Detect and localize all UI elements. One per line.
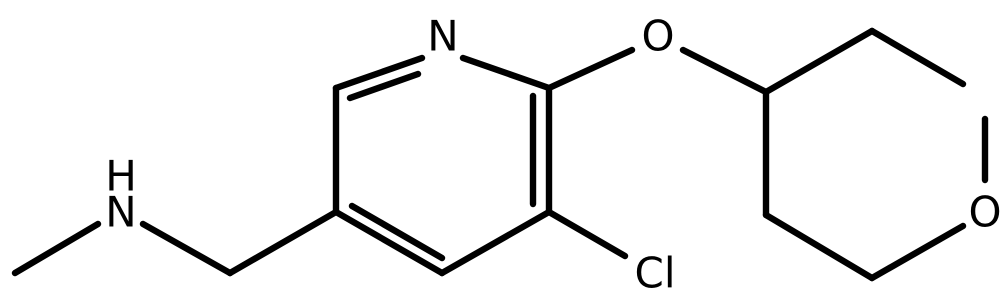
bond-c4-c5 — [438, 208, 553, 277]
atom-labels: N O O Cl H N — [105, 12, 1001, 298]
atom-label-ether-o: O — [641, 12, 674, 61]
atom-label-ring-o: O — [968, 188, 1001, 237]
bond-thp-1 — [762, 27, 876, 96]
atom-label-amine-n: N — [105, 188, 136, 237]
bond-thp-4 — [868, 222, 967, 282]
bond-n-ch3 — [11, 220, 102, 277]
bond-ch2-n — [139, 220, 234, 277]
bonds — [11, 27, 989, 282]
bond-thp-5 — [762, 211, 876, 282]
bond-o-c4prime — [679, 46, 770, 96]
bond-c3-c4-inner — [348, 202, 446, 262]
bond-c6-o — [545, 46, 636, 92]
bond-n-c2 — [332, 54, 426, 92]
bond-thp-2 — [868, 27, 967, 88]
bond-c5-cl — [545, 208, 629, 260]
bond-c3-c4 — [332, 208, 446, 277]
bond-c3-ch2 — [226, 208, 340, 277]
bond-c6-n — [459, 54, 553, 92]
atom-label-pyridine-n: N — [427, 12, 458, 61]
atom-label-amine-h: H — [105, 152, 137, 201]
bond-n-c2-inner — [346, 70, 422, 102]
atom-label-chloro: Cl — [635, 249, 676, 298]
